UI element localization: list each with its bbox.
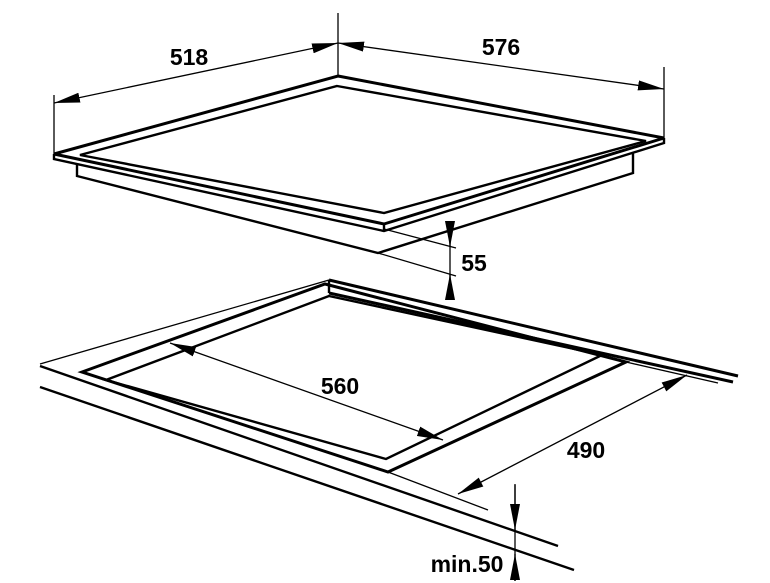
dimension-label: 560 (321, 373, 359, 399)
dimension-line (337, 41, 665, 91)
dimension-label: 55 (461, 250, 487, 276)
dimension-hob-depth: 576 (337, 34, 665, 138)
dimension-label: 576 (482, 34, 520, 60)
extension-line (387, 471, 489, 511)
dimension-line (169, 342, 444, 441)
hob-glass-inner-edge (79, 84, 647, 215)
worktop-front-edge-top (39, 364, 559, 548)
dimension-label: 490 (567, 437, 605, 463)
extension-line (383, 228, 457, 249)
hob-glass-underside-edge (52, 138, 666, 233)
dimension-hob-height: 55 (377, 221, 487, 300)
dimension-label: min.50 (431, 551, 504, 577)
dimension-line (457, 374, 688, 495)
extension-line (625, 361, 719, 384)
hob-drawing (52, 74, 666, 255)
worktop-rear-edge-top (328, 278, 739, 378)
worktop-front-edge-bottom (39, 385, 575, 572)
hob-glass-outer-edge (53, 74, 665, 226)
dimension-label: 518 (170, 44, 209, 70)
dimension-line (53, 42, 339, 104)
dimension-cutout-depth: 490 (387, 361, 719, 511)
worktop-left-edge (39, 279, 330, 365)
worktop-drawing (39, 278, 739, 572)
dimension-hob-width: 518 (53, 13, 339, 154)
extension-line (377, 252, 457, 277)
dimension-front-clearance: min.50 (431, 484, 520, 581)
dimension-cutout-width: 560 (169, 342, 444, 441)
